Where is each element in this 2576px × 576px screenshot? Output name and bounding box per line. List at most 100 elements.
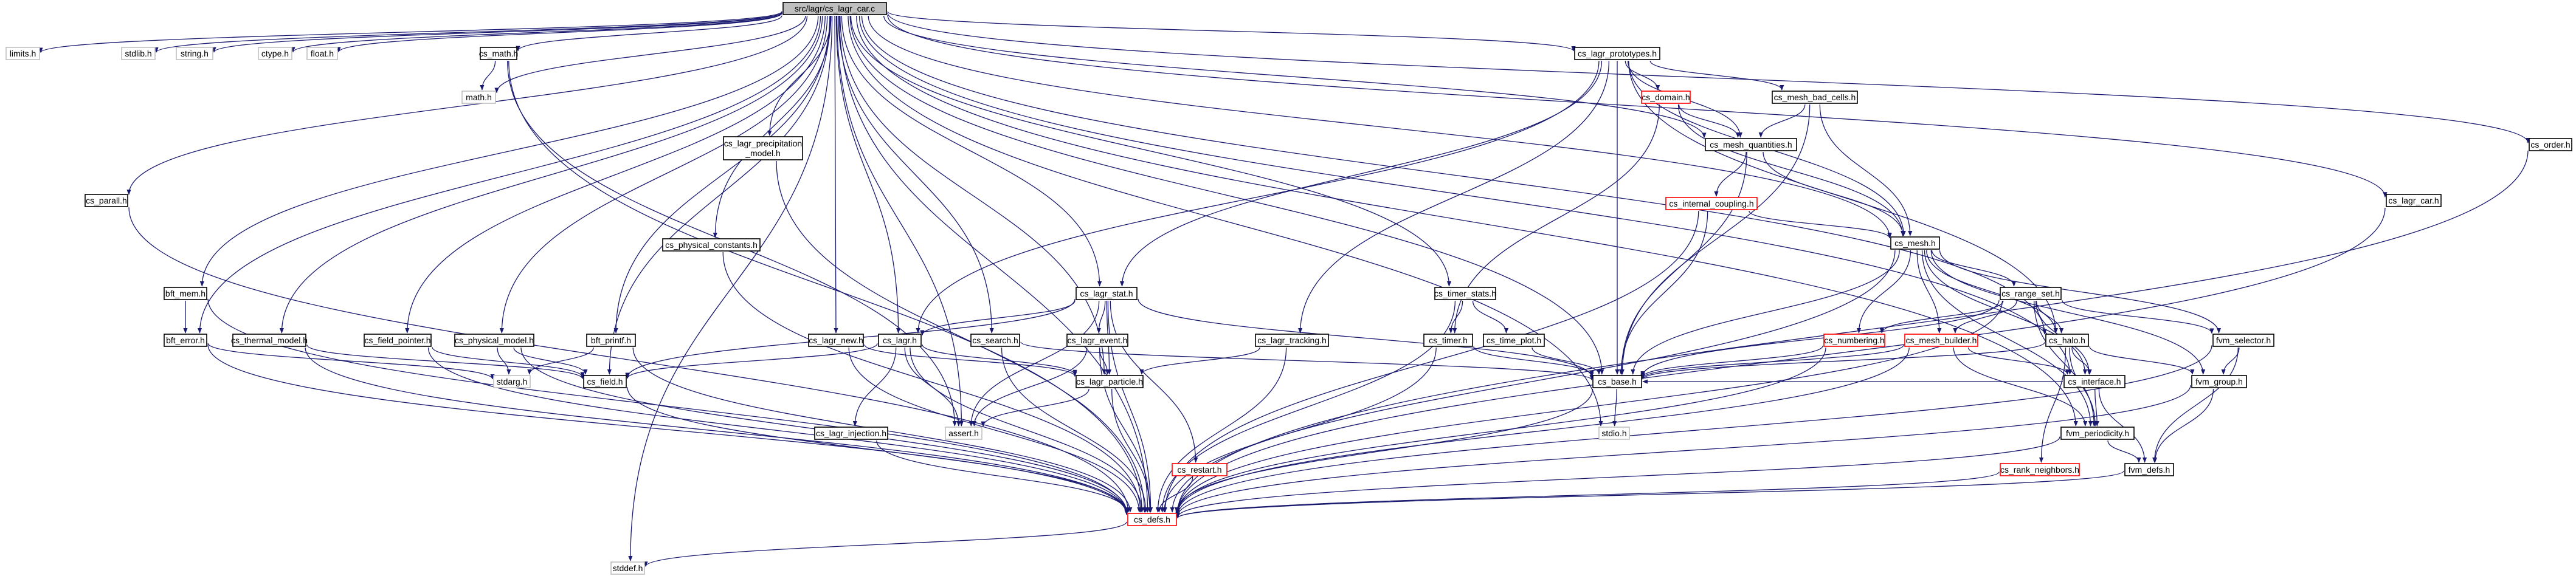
node-cs-lagr-tracking[interactable]: cs_lagr_tracking.h bbox=[1255, 334, 1329, 347]
node-box-cs-field bbox=[583, 375, 627, 388]
node-root[interactable]: src/lagr/cs_lagr_car.c bbox=[782, 2, 887, 15]
edge-cs-lagr-stat-to-cs-lagr-event bbox=[1096, 300, 1106, 334]
node-label-cs-lagr-tracking: cs_lagr_tracking.h bbox=[1257, 335, 1327, 345]
node-label-string: string.h bbox=[181, 49, 209, 58]
edge-cs-physical-constants-to-cs-defs bbox=[722, 252, 1143, 513]
node-cs-rank-neighbors[interactable]: cs_rank_neighbors.h bbox=[2000, 463, 2080, 476]
node-cs-restart[interactable]: cs_restart.h bbox=[1172, 463, 1228, 476]
node-cs-physical-model[interactable]: cs_physical_model.h bbox=[454, 334, 534, 347]
edge-cs-mesh-builder-to-cs-defs bbox=[1175, 347, 1910, 515]
node-box-cs-time-plot bbox=[1483, 334, 1545, 347]
node-label-cs-lagr-event: cs_lagr_event.h bbox=[1068, 335, 1128, 345]
edge-cs-halo-to-cs-base bbox=[1640, 341, 2045, 380]
node-cs-field-pointer[interactable]: cs_field_pointer.h bbox=[364, 334, 432, 347]
edge-cs-domain-to-cs-mesh bbox=[1677, 104, 1905, 236]
edge-root-to-cs-lagr-prototypes bbox=[887, 11, 1576, 52]
edge-root-to-float bbox=[336, 13, 782, 53]
node-cs-timer-stats[interactable]: cs_timer_stats.h bbox=[1434, 287, 1496, 300]
edge-root-to-cs-parall bbox=[126, 15, 808, 196]
node-cs-mesh[interactable]: cs_mesh.h bbox=[1890, 236, 1940, 250]
node-cs-physical-constants[interactable]: cs_physical_constants.h bbox=[662, 238, 761, 252]
edge-cs-lagr-stat-to-cs-defs bbox=[1107, 300, 1153, 513]
node-cs-time-plot[interactable]: cs_time_plot.h bbox=[1483, 334, 1545, 347]
node-box-cs-internal-coupling bbox=[1665, 197, 1758, 210]
node-cs-defs[interactable]: cs_defs.h bbox=[1127, 513, 1177, 526]
edge-root-to-stdlib bbox=[154, 12, 782, 53]
edge-cs-mesh-quantities-to-cs-mesh bbox=[1763, 151, 1905, 236]
node-label-math: math.h bbox=[466, 92, 492, 102]
node-cs-thermal-model[interactable]: cs_thermal_model.h bbox=[231, 334, 308, 347]
node-cs-lagr[interactable]: cs_lagr.h bbox=[878, 334, 922, 347]
node-box-stdarg bbox=[493, 375, 531, 388]
node-cs-lagr-event[interactable]: cs_lagr_event.h bbox=[1066, 334, 1128, 347]
node-box-cs-lagr-stat bbox=[1076, 287, 1138, 300]
node-cs-lagr-particle[interactable]: cs_lagr_particle.h bbox=[1076, 375, 1144, 388]
edge-cs-lagr-prototypes-to-cs-lagr-tracking bbox=[1298, 60, 1610, 334]
node-cs-mesh-quantities[interactable]: cs_mesh_quantities.h bbox=[1705, 138, 1797, 151]
node-stdarg: stdarg.h bbox=[493, 375, 531, 388]
edge-fvm-selector-to-cs-defs bbox=[1175, 345, 2212, 516]
node-cs-domain[interactable]: cs_domain.h bbox=[1641, 91, 1691, 104]
edge-cs-mesh-builder-to-cs-interface bbox=[1967, 347, 2070, 375]
edge-cs-range-set-to-cs-halo bbox=[2036, 300, 2064, 334]
node-cs-numbering[interactable]: cs_numbering.h bbox=[1823, 334, 1885, 347]
edge-cs-mesh-to-cs-range-set bbox=[1931, 250, 2017, 287]
node-cs-search[interactable]: cs_search.h bbox=[970, 334, 1020, 347]
node-fvm-group[interactable]: fvm_group.h bbox=[2191, 375, 2247, 388]
node-label-cs-timer: cs_timer.h bbox=[1429, 335, 1468, 345]
node-label-cs-mesh-builder: cs_mesh_builder.h bbox=[1906, 335, 1977, 345]
node-cs-lagr-injection[interactable]: cs_lagr_injection.h bbox=[814, 427, 888, 440]
node-cs-lagr-prototypes[interactable]: cs_lagr_prototypes.h bbox=[1574, 47, 1660, 60]
node-cs-lagr-stat[interactable]: cs_lagr_stat.h bbox=[1076, 287, 1138, 300]
node-stdio: stdio.h bbox=[1598, 427, 1630, 440]
node-cs-order[interactable]: cs_order.h bbox=[2529, 138, 2572, 151]
node-box-cs-lagr-particle bbox=[1076, 375, 1144, 388]
edge-fvm-group-to-cs-defs bbox=[1175, 385, 2191, 517]
edge-root-to-cs-halo bbox=[861, 15, 2047, 335]
node-box-cs-numbering bbox=[1823, 334, 1885, 347]
edge-root-to-cs-mesh-quantities bbox=[883, 15, 1707, 139]
node-cs-lagr-new[interactable]: cs_lagr_new.h bbox=[808, 334, 864, 347]
node-cs-math[interactable]: cs_math.h bbox=[479, 47, 519, 60]
node-cs-base[interactable]: cs_base.h bbox=[1592, 375, 1642, 388]
node-bft-error[interactable]: bft_error.h bbox=[164, 334, 207, 347]
node-fvm-periodicity[interactable]: fvm_periodicity.h bbox=[2060, 427, 2135, 440]
node-box-cs-defs bbox=[1127, 513, 1177, 526]
edge-cs-mesh-bad-cells-to-cs-mesh bbox=[1819, 104, 1913, 236]
node-cs-timer[interactable]: cs_timer.h bbox=[1423, 334, 1473, 347]
node-limits: limits.h bbox=[5, 47, 40, 60]
node-label-cs-time-plot: cs_time_plot.h bbox=[1487, 335, 1541, 345]
node-cs-range-set[interactable]: cs_range_set.h bbox=[2000, 287, 2062, 300]
node-box-cs-physical-constants bbox=[662, 238, 761, 252]
node-label-cs-lagr-car: cs_lagr_car.h bbox=[2388, 196, 2439, 205]
edge-root-to-math bbox=[494, 15, 806, 94]
node-cs-mesh-bad-cells[interactable]: cs_mesh_bad_cells.h bbox=[1772, 91, 1858, 104]
edge-cs-interface-to-fvm-periodicity bbox=[2094, 388, 2099, 427]
node-label-assert: assert.h bbox=[948, 428, 979, 438]
node-bft-printf[interactable]: bft_printf.h bbox=[586, 334, 636, 347]
node-cs-lagr-car[interactable]: cs_lagr_car.h bbox=[2386, 194, 2442, 207]
node-fvm-defs[interactable]: fvm_defs.h bbox=[2124, 463, 2174, 476]
node-label-cs-numbering: cs_numbering.h bbox=[1824, 335, 1885, 345]
node-cs-halo[interactable]: cs_halo.h bbox=[2045, 334, 2089, 347]
node-box-cs-lagr-tracking bbox=[1255, 334, 1329, 347]
edge-cs-parall-to-cs-defs bbox=[128, 207, 1131, 513]
node-cs-mesh-builder[interactable]: cs_mesh_builder.h bbox=[1904, 334, 1978, 347]
node-fvm-selector[interactable]: fvm_selector.h bbox=[2212, 334, 2274, 347]
edge-cs-thermal-model-to-cs-field bbox=[306, 345, 585, 380]
node-cs-parall[interactable]: cs_parall.h bbox=[85, 194, 128, 207]
node-cs-field[interactable]: cs_field.h bbox=[583, 375, 627, 388]
node-cs-lagr-precipitation-model[interactable]: cs_lagr_precipitation_model.h bbox=[723, 136, 803, 160]
edge-cs-lagr-particle-to-assert bbox=[981, 388, 1089, 427]
edge-cs-thermal-model-to-cs-defs bbox=[305, 347, 1129, 515]
edge-cs-mesh-to-fvm-group bbox=[1930, 250, 2206, 375]
node-bft-mem[interactable]: bft_mem.h bbox=[164, 287, 207, 300]
node-label-cs-order: cs_order.h bbox=[2530, 140, 2570, 149]
edge-cs-interface-to-fvm-defs bbox=[2098, 388, 2147, 463]
node-layer: src/lagr/cs_lagr_car.c limits.h stdlib.h st… bbox=[5, 2, 2572, 575]
node-stdlib: stdlib.h bbox=[121, 47, 156, 60]
node-cs-internal-coupling[interactable]: cs_internal_coupling.h bbox=[1665, 197, 1758, 210]
node-cs-interface[interactable]: cs_interface.h bbox=[2063, 375, 2125, 388]
node-label-stdarg: stdarg.h bbox=[497, 377, 528, 386]
